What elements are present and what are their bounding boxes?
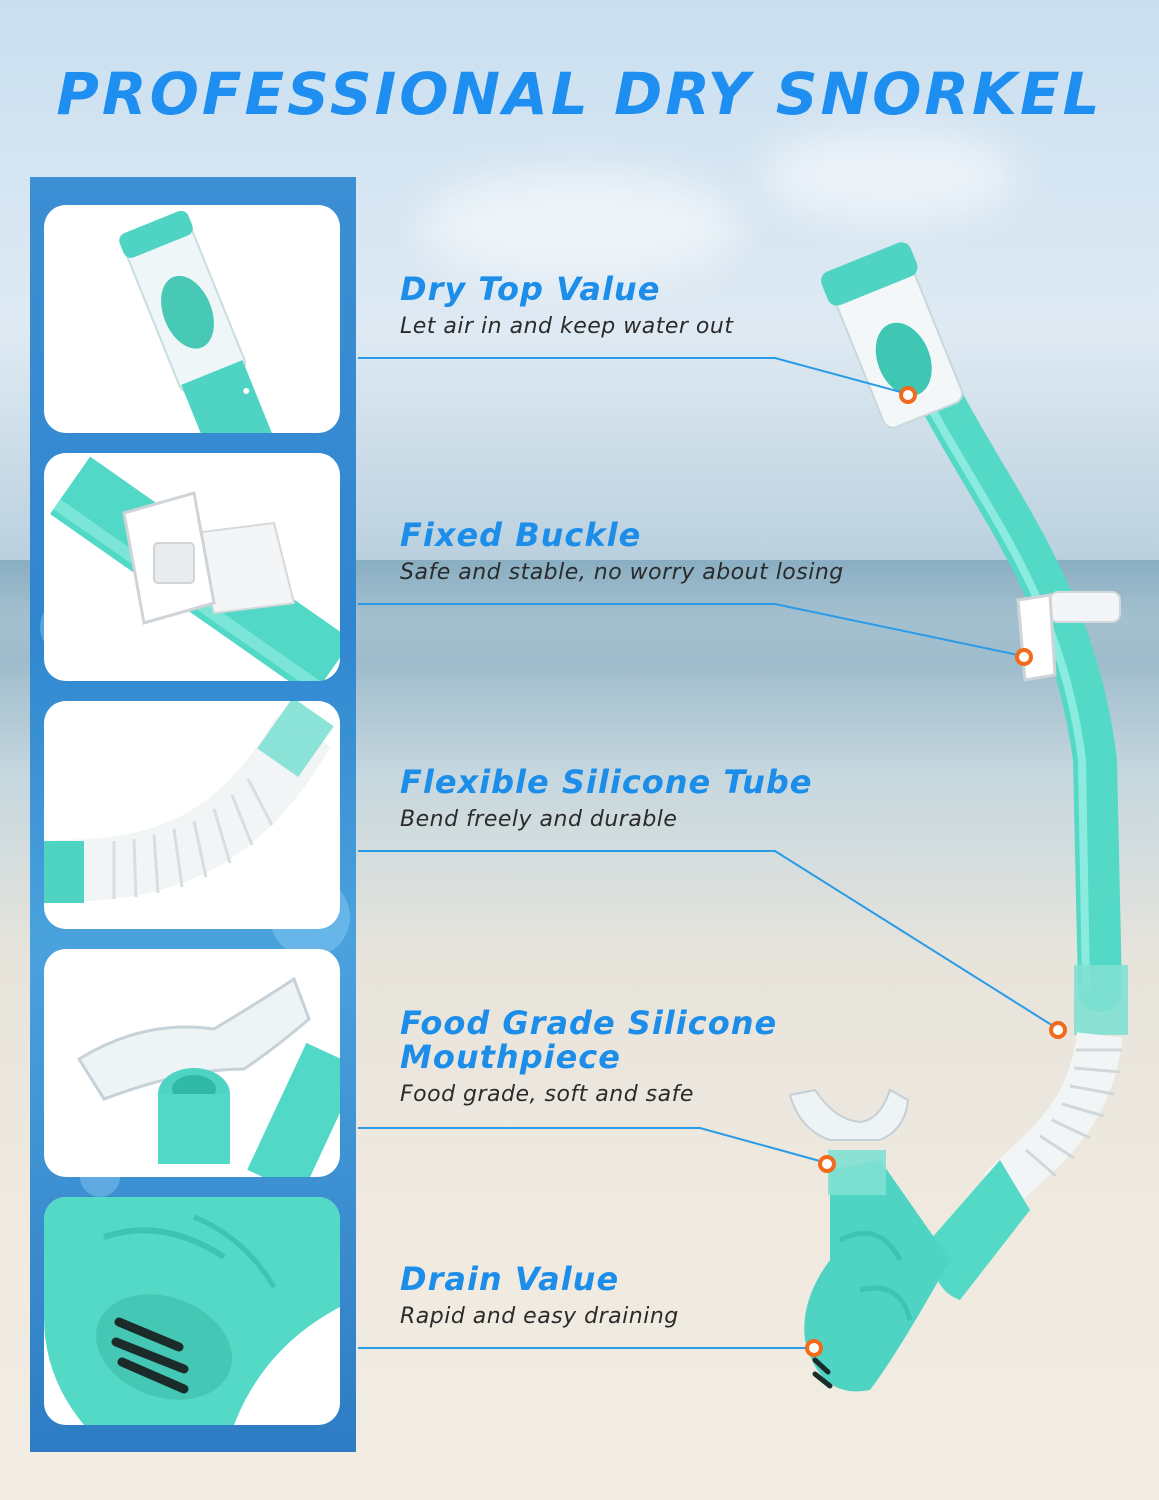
callout-dot [1049,1021,1067,1039]
drain-slots [111,1317,189,1394]
feature-title: Dry Top Value [400,270,661,308]
feature-title: Flexible Silicone Tube [400,763,813,801]
callout-line-tube [358,850,1059,1030]
feature-title: Drain Value [400,1260,620,1298]
thumb-flexible-tube [44,701,340,929]
lower-body [930,1160,1030,1300]
callout-dots [805,386,1067,1357]
feature-title-line2: Mouthpiece [400,1038,621,1076]
flexible-tube-image [44,701,334,903]
callout-line-dry-top [358,357,909,395]
feature-drain-valve: Drain Value Rapid and easy draining [400,1262,679,1329]
thumb-drain-valve [44,1197,340,1425]
purge-chamber [804,1160,950,1392]
feature-desc: Food grade, soft and safe [400,1082,694,1107]
tube-ribs [112,778,274,899]
feature-desc: Bend freely and durable [400,807,678,832]
feature-desc: Safe and stable, no worry about losing [400,560,844,585]
cloud [760,130,1020,220]
feature-title: Food Grade Silicone [400,1004,778,1042]
corrugated-ribs [1025,1048,1122,1178]
feature-desc: Let air in and keep water out [400,314,734,339]
page-title: PROFESSIONAL DRY SNORKEL [56,60,1103,128]
fixed-buckle-image [49,456,340,681]
callout-dot [818,1155,836,1173]
feature-dry-top-valve: Dry Top Value Let air in and keep water … [400,272,733,339]
callout-line-mouthpiece [358,1127,828,1164]
dry-top-valve [821,242,964,429]
feature-flexible-tube: Flexible Silicone Tube Bend freely and d… [400,765,812,832]
drain-slots [812,1357,833,1389]
thumb-mouthpiece [44,949,340,1177]
detail-panel [30,177,356,1452]
feature-title: Fixed Buckle [400,516,642,554]
corrugated-section [983,1031,1123,1207]
feature-desc: Rapid and easy draining [400,1304,679,1329]
tube-connector [1074,965,1128,1035]
drain-valve-image [44,1197,340,1425]
feature-mouthpiece: Food Grade Silicone Mouthpiece Food grad… [400,1006,777,1107]
mouthpiece [788,1088,910,1195]
thumb-dry-top-valve [44,205,340,433]
thumb-fixed-buckle [44,453,340,681]
callout-dot [899,386,917,404]
callout-lines [358,357,1059,1349]
dry-top-valve-image [119,210,277,433]
mouthpiece-image [76,976,340,1177]
callout-dot [805,1339,823,1357]
feature-fixed-buckle: Fixed Buckle Safe and stable, no worry a… [400,518,844,585]
cloud [420,170,740,280]
